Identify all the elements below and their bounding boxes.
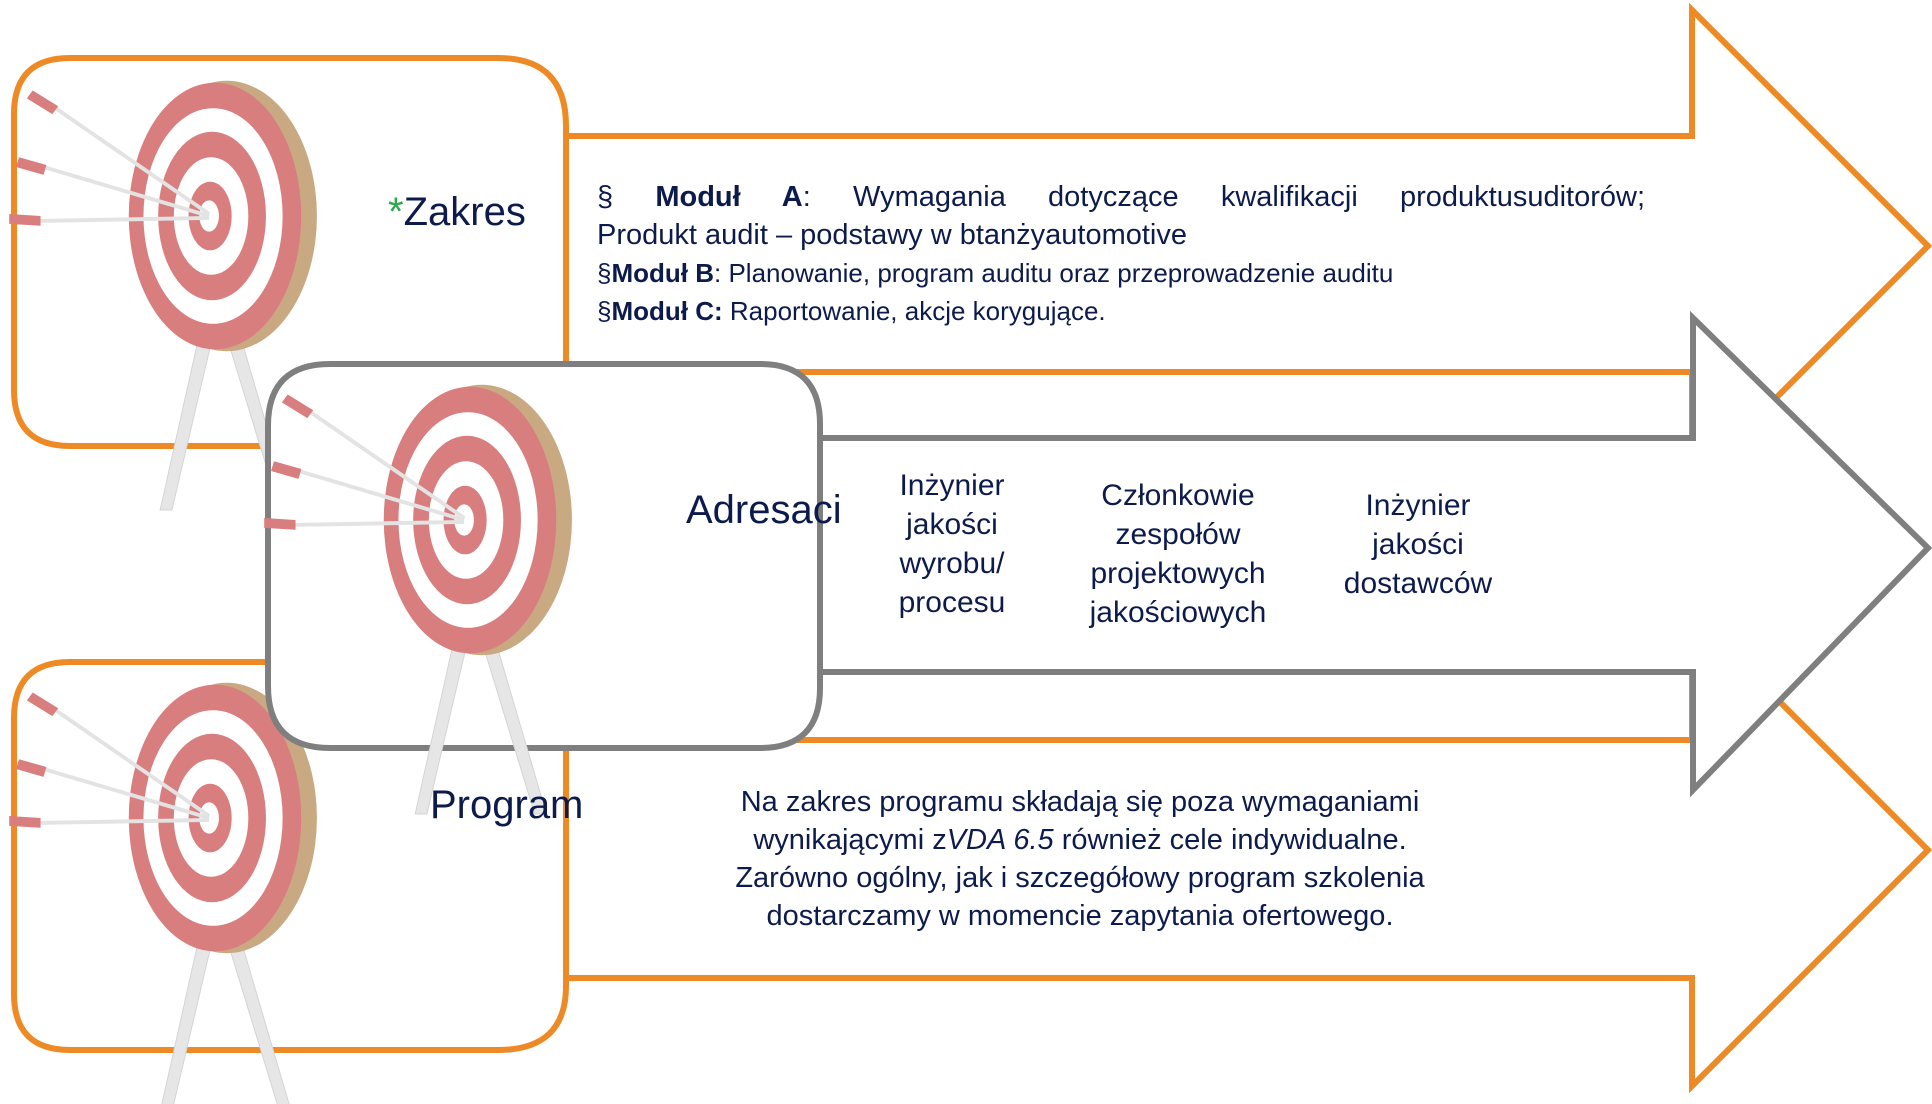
program-title: Program: [430, 783, 584, 827]
adresaci-arrow: [810, 310, 1932, 798]
zakres-title: *Zakres: [388, 190, 526, 234]
adresaci-title: Adresaci: [686, 488, 842, 532]
zakres-line-1: § Moduł A: Wymagania dotyczące kwalifika…: [597, 181, 1646, 213]
program-description: Na zakres programu składają się poza wym…: [735, 786, 1425, 932]
zakres-line-3: §Moduł B: Planowanie, program auditu ora…: [597, 258, 1394, 288]
audience-item: Inżynier jakości wyrobu/ procesu: [898, 469, 1006, 619]
audience-item: Członkowie zespołów projektowych jakości…: [1089, 479, 1267, 629]
audience-item: Inżynier jakości dostawców: [1343, 489, 1493, 600]
zakres-star: *: [388, 190, 404, 234]
zakres-line-4: §Moduł C: Raportowanie, akcje korygujące…: [597, 296, 1106, 326]
zakres-description: § Moduł A: Wymagania dotyczące kwalifika…: [597, 178, 1645, 330]
zakres-line-2: Produkt audit – podstawy w btanżyautomot…: [597, 219, 1187, 251]
